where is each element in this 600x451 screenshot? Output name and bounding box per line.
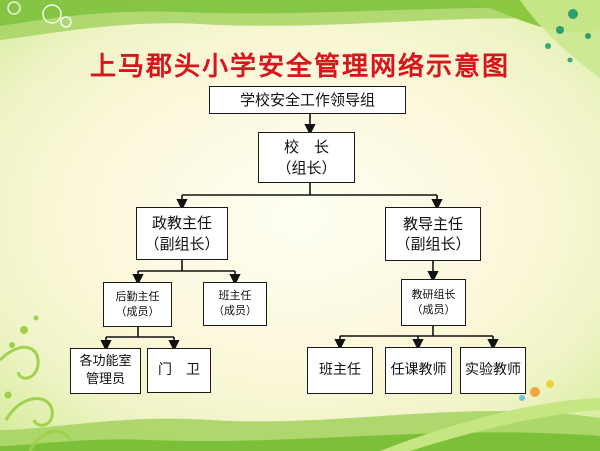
principal-box: 校 长 （组长） xyxy=(258,132,355,183)
principal-role: （组长） xyxy=(276,158,337,177)
class-teacher-label: 班主任 xyxy=(319,362,361,379)
gate-guard-label: 门 卫 xyxy=(158,362,200,379)
class-director-title: 班主任 xyxy=(218,289,252,303)
room-managers-line2: 管理员 xyxy=(85,372,125,387)
class-director-role: （成员） xyxy=(213,304,257,317)
research-leader-role: （成员） xyxy=(411,302,456,316)
political-director-box: 政教主任 （副组长） xyxy=(136,207,228,260)
class-teacher-box: 班主任 xyxy=(307,347,373,394)
logistics-director-role: （成员） xyxy=(115,304,160,318)
political-director-role: （副组长） xyxy=(144,234,220,253)
room-managers-line1: 各功能室 xyxy=(79,354,132,370)
logistics-director-box: 后勤主任 （成员） xyxy=(103,282,172,327)
room-managers-box: 各功能室 管理员 xyxy=(70,348,141,394)
research-leader-title: 教研组长 xyxy=(411,287,456,301)
gate-guard-box: 门 卫 xyxy=(147,348,211,393)
subject-teacher-label: 任课教师 xyxy=(390,362,447,379)
lab-teacher-box: 实验教师 xyxy=(460,347,526,394)
research-leader-box: 教研组长 （成员） xyxy=(401,279,466,326)
political-director-title: 政教主任 xyxy=(151,214,212,233)
lab-teacher-label: 实验教师 xyxy=(465,362,521,379)
leading-group-label: 学校安全工作领导组 xyxy=(239,90,375,109)
diagram-title: 上马郡头小学安全管理网络示意图 xyxy=(89,52,510,82)
academic-director-role: （副组长） xyxy=(395,235,471,253)
subject-teacher-box: 任课教师 xyxy=(385,347,452,394)
logistics-director-title: 后勤主任 xyxy=(115,289,160,303)
academic-director-title: 教导主任 xyxy=(402,214,463,233)
leading-group-box: 学校安全工作领导组 xyxy=(209,86,406,114)
principal-title: 校 长 xyxy=(283,138,329,157)
class-director-box: 班主任 （成员） xyxy=(203,282,267,326)
academic-director-box: 教导主任 （副组长） xyxy=(385,207,481,261)
